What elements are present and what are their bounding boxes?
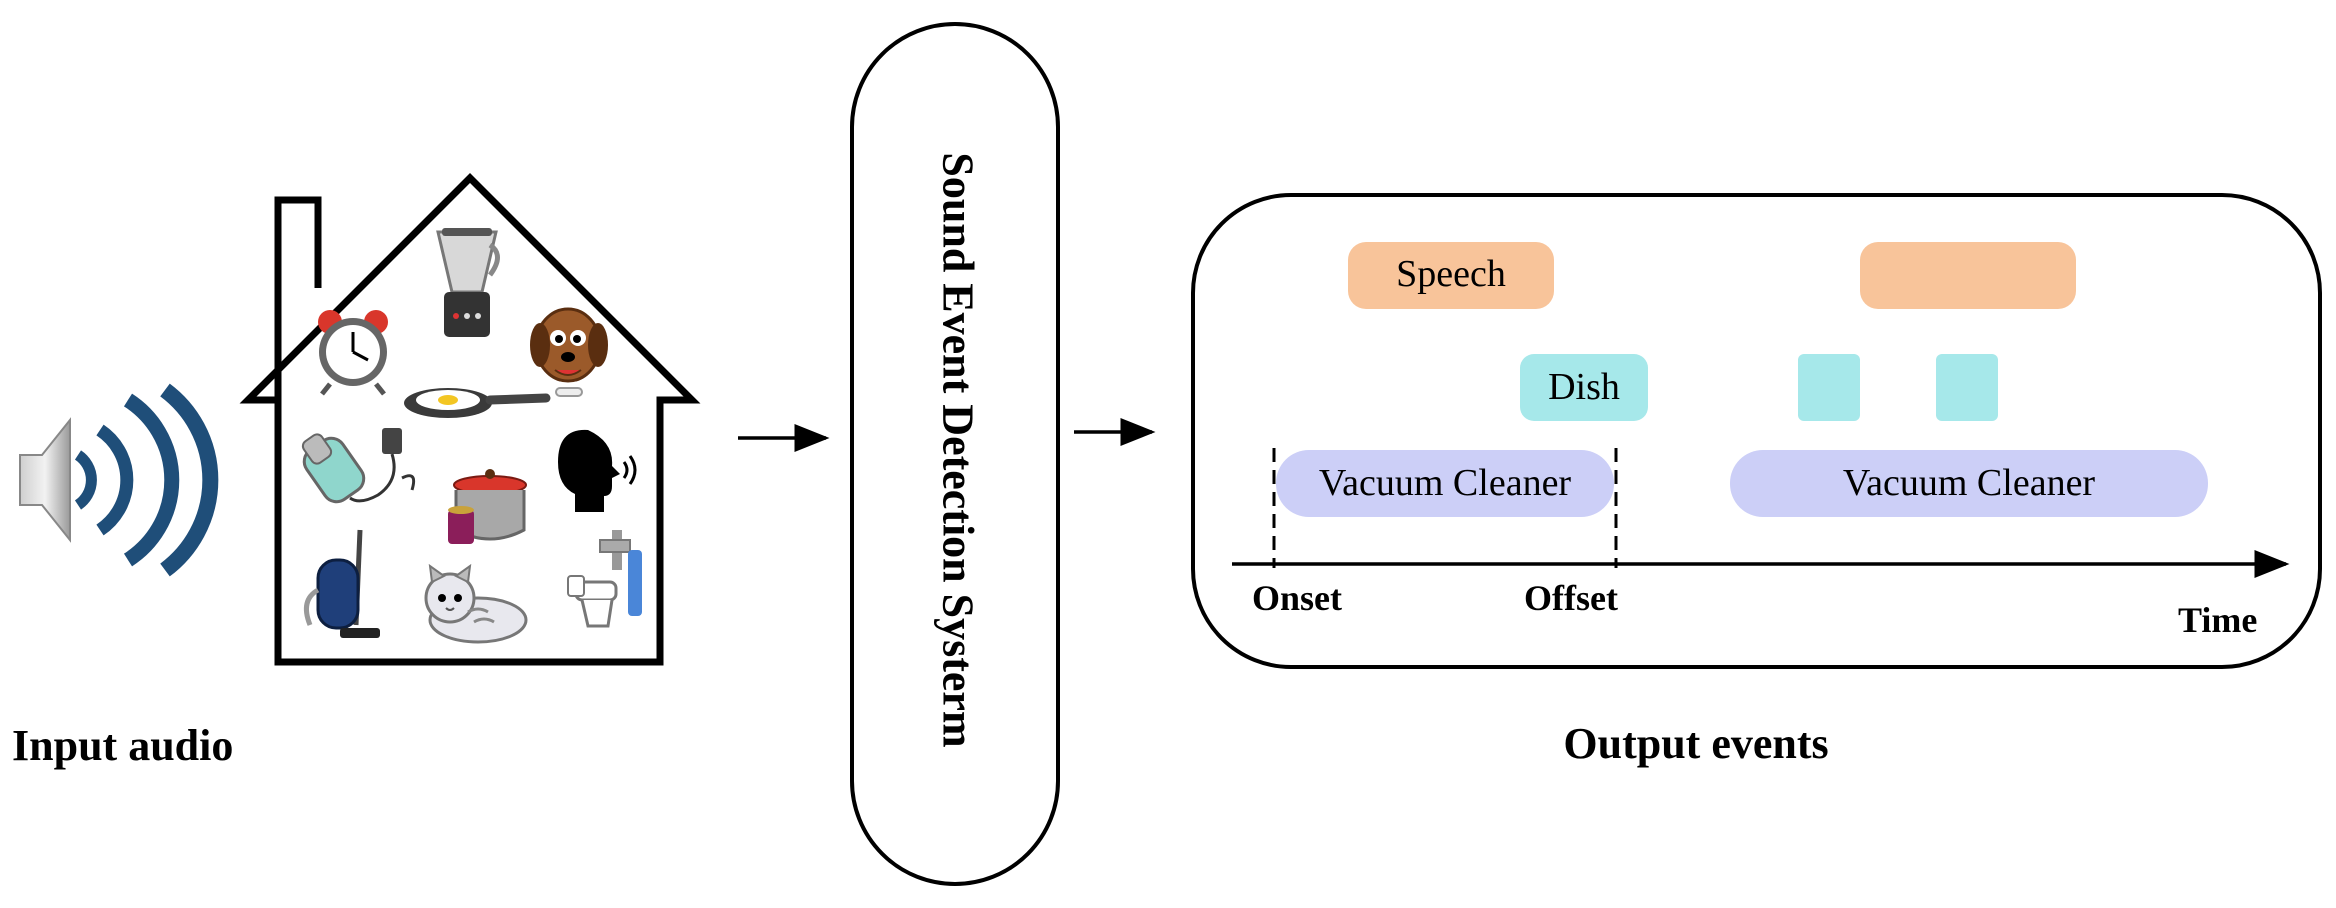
- speaking-person-icon: [558, 429, 637, 512]
- event-speech-1: Speech: [1348, 242, 1554, 309]
- event-speech-2: [1860, 242, 2076, 309]
- blender-icon: [436, 228, 500, 337]
- speaker-icon: [19, 383, 219, 577]
- event-vacuum-2: Vacuum Cleaner: [1730, 450, 2208, 517]
- event-speech-1-label: Speech: [1396, 253, 1506, 295]
- faucet-toilet-icon: [567, 530, 642, 628]
- event-dish-1: Dish: [1520, 354, 1648, 421]
- event-dish-3: [1936, 354, 1998, 421]
- event-dish-2: [1798, 354, 1860, 421]
- cooking-pot-icon: [448, 469, 527, 544]
- vacuum-cleaner-icon: [303, 529, 380, 638]
- sound-event-detection-system-box: Sound Event Detection Systerm: [850, 22, 1060, 886]
- onset-label: Onset: [1252, 578, 1342, 618]
- event-vacuum-1-label: Vacuum Cleaner: [1319, 462, 1572, 504]
- alarm-clock-icon: [318, 310, 388, 396]
- cat-icon: [424, 563, 528, 644]
- offset-label: Offset: [1524, 578, 1618, 618]
- dog-icon: [530, 307, 608, 397]
- shaver-icon: [301, 428, 416, 504]
- event-vacuum-1: Vacuum Cleaner: [1276, 450, 1614, 517]
- input-audio-label: Input audio: [12, 721, 233, 770]
- output-events-panel: [1191, 193, 2322, 669]
- house-icon: [239, 173, 701, 666]
- time-label: Time: [2178, 600, 2257, 640]
- output-events-label: Output events: [1563, 719, 1828, 768]
- event-vacuum-2-label: Vacuum Cleaner: [1843, 462, 2096, 504]
- event-dish-1-label: Dish: [1548, 366, 1620, 408]
- frying-pan-icon: [404, 388, 551, 418]
- system-label: Sound Event Detection Systerm: [934, 152, 983, 747]
